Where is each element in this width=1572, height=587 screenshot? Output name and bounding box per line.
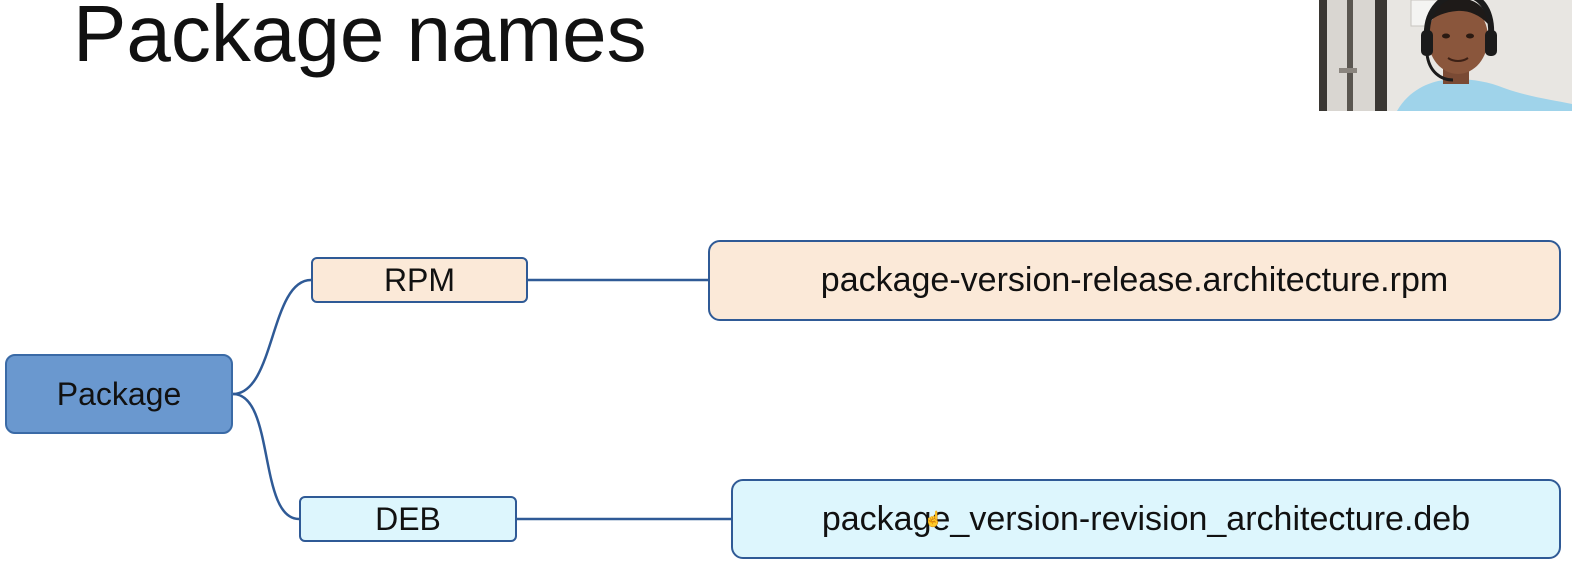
package-root-node: Package [5,354,233,434]
connector-package-to-deb [232,392,300,521]
hand-pointer-icon: ☝ [924,511,943,528]
deb-format-label: package_version-revision_architecture.de… [821,499,1471,538]
deb-node-label: DEB [375,500,441,537]
webcam-scene [1319,0,1572,111]
connector-package-to-rpm [232,278,312,396]
package-root-label: Package [56,375,182,412]
rpm-format-node: package-version-release.architecture.rpm [708,240,1561,321]
deb-format-node: package_version-revision_architecture.de… [731,479,1561,559]
rpm-format-label: package-version-release.architecture.rpm [820,261,1449,299]
webcam-presenter-thumbnail [1319,0,1572,111]
rpm-node-label: RPM [383,261,456,298]
deb-node: DEB [299,496,517,542]
slide-title: Package names [73,0,647,78]
rpm-node: RPM [311,257,528,303]
